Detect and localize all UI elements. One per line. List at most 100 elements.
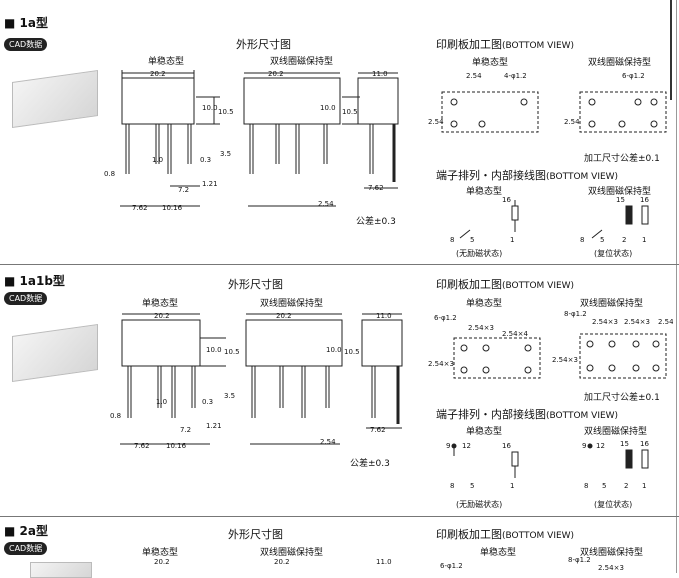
dual-coil-label-2a: 双线圈磁保持型	[260, 548, 324, 558]
dim-g-1a1b: 10.16	[166, 442, 187, 448]
terminal-bottom-view-1a1b: (BOTTOM VIEW)	[546, 411, 619, 421]
pcb-header-1a1b: 印刷板加工图(BOTTOM VIEW)	[436, 276, 574, 292]
dim-h-1a: 2.54	[318, 200, 334, 208]
pcb-single-label-1a: 单稳态型	[472, 58, 509, 68]
pcb-header-text-1a: 印刷板加工图	[436, 38, 502, 51]
dim-b-1a: 0.3	[200, 156, 211, 164]
pcb-hole6-1a: 6-φ1.2	[622, 72, 645, 80]
terminal-diagram-1a1b: 9 12 16 8 5 1 9 12 15 16 8 5 2 1	[446, 440, 649, 490]
dim-g-1a: 10.16	[162, 204, 183, 212]
page-edge-bar	[670, 0, 672, 100]
cad-data-badge-1a[interactable]: CAD数据	[4, 38, 48, 51]
pin-8-1a1b: 8	[450, 482, 454, 490]
term-dual-label-1a: 双线圈磁保持型	[588, 187, 652, 197]
pcb-hole6-2a: 6-φ1.2	[440, 562, 463, 570]
terminal-header-1a1b: 端子排列・内部接线图(BOTTOM VIEW)	[436, 406, 618, 422]
pin-8-1a: 8	[450, 236, 454, 244]
outline-header-2a: 外形尺寸图	[228, 528, 283, 541]
pcb-pitch-v-1a: 2.54	[428, 118, 444, 126]
term-dual-label-1a1b: 双线圈磁保持型	[584, 427, 648, 437]
pcb-bottom-view-2a: (BOTTOM VIEW)	[502, 531, 575, 541]
pin-12-dual-1a1b: 12	[596, 442, 605, 450]
dim-h2-dual-1a: 10.5	[342, 108, 358, 116]
dim-h1-1a1b: 10.0	[206, 346, 222, 354]
dim-h-1a1b: 2.54	[320, 438, 336, 446]
pin-5-1a1b: 5	[470, 482, 474, 490]
section-2a-title-text: 2a型	[19, 524, 48, 538]
pcb-254x3-dual-1a1b: 2.54×3	[592, 318, 618, 326]
dim-c-1a1b: 0.8	[110, 412, 121, 420]
pcb-254x3-dual2-1a1b: 2.54×3	[624, 318, 650, 326]
pcb-dual-label-1a: 双线圈磁保持型	[588, 58, 652, 68]
terminal-header-1a: 端子排列・内部接线图(BOTTOM VIEW)	[436, 167, 618, 183]
section-1a1b-title: ■ 1a1b型	[4, 274, 65, 288]
pin-12-1a1b: 12	[462, 442, 471, 450]
pcb-hole8-2a: 8-φ1.2	[568, 556, 591, 564]
dim-pin-1a1b: 3.5	[224, 392, 235, 400]
outline-drawing-1a1b: 20.2 10.0 10.5 3.5 1.0 0.3 0.8 7.2 1.21 …	[110, 312, 403, 448]
pin-1-dual-1a1b: 1	[642, 482, 646, 490]
dim-width-dual-1a: 20.2	[268, 70, 284, 78]
pin-2-dual-1a: 2	[622, 236, 626, 244]
pin-5-dual-1a: 5	[600, 236, 604, 244]
dim-width-2a: 20.2	[154, 558, 170, 566]
single-stable-label-1a1b: 单稳态型	[142, 299, 179, 309]
dim-side-width-2a: 11.0	[376, 558, 392, 566]
cad-data-badge-2a[interactable]: CAD数据	[4, 542, 48, 555]
pcb-drawing-1a1b: 6-φ1.2 2.54×3 2.54×4 2.54×3 8-φ1.2 2.54×…	[428, 310, 673, 379]
dim-d-1a1b: 7.2	[180, 426, 191, 434]
state-single-1a: (无励磁状态)	[456, 249, 503, 258]
pcb-hole6-1a1b: 6-φ1.2	[434, 314, 457, 322]
section-1a-title-text: 1a型	[19, 16, 48, 30]
dim-h1-1a: 10.0	[202, 104, 218, 112]
pin-15-dual-1a1b: 15	[620, 440, 629, 448]
dim-a-1a: 1.0	[152, 156, 163, 164]
dim-side-width-1a: 11.0	[372, 70, 388, 78]
tolerance-1a1b: 公差±0.3	[350, 459, 390, 469]
dim-e-1a1b: 1.21	[206, 422, 222, 430]
dim-h2-dual-1a1b: 10.5	[344, 348, 360, 356]
terminal-header-text-1a1b: 端子排列・内部接线图	[436, 408, 546, 421]
dim-width-1a1b: 20.2	[154, 312, 170, 320]
outline-header-1a1b: 外形尺寸图	[228, 278, 283, 291]
pcb-single-label-2a: 单稳态型	[480, 548, 517, 558]
state-single-1a1b: (无励磁状态)	[456, 500, 503, 509]
state-dual-1a1b: (复位状态)	[594, 500, 633, 509]
cad-data-badge-1a1b[interactable]: CAD数据	[4, 292, 48, 305]
pcb-pitch-v-dual-1a: 2.54	[564, 118, 580, 126]
outline-drawing-1a: 20.2 10.0 10.5 3.5 1.0 0.3 0.8 7.2 1.21 …	[104, 70, 399, 212]
pin-1-1a1b: 1	[510, 482, 514, 490]
state-dual-1a: (复位状态)	[594, 249, 633, 258]
single-stable-label-2a: 单稳态型	[142, 548, 179, 558]
dim-e-1a: 1.21	[202, 180, 218, 188]
pin-9-dual-1a1b: 9	[582, 442, 586, 450]
pin-5-1a: 5	[470, 236, 474, 244]
pin-8-dual-1a: 8	[580, 236, 584, 244]
pcb-pitch-1a: 2.54	[466, 72, 482, 80]
pcb-header-2a: 印刷板加工图(BOTTOM VIEW)	[436, 526, 574, 542]
dim-pin-1a: 3.5	[220, 150, 231, 158]
relay-photo-2a	[30, 562, 92, 578]
dim-h1-dual-1a: 10.0	[320, 104, 336, 112]
dim-d-1a: 7.2	[178, 186, 189, 194]
dim-side-f-1a: 7.62	[368, 184, 384, 192]
dual-coil-label-1a1b: 双线圈磁保持型	[260, 299, 324, 309]
pcb-254x4-1a1b: 2.54×4	[502, 330, 528, 338]
section-1a1b-title-text: 1a1b型	[19, 274, 65, 288]
term-single-label-1a: 单稳态型	[466, 187, 503, 197]
terminal-diagram-1a: 16 8 5 1 15 16 8 5 2 1	[450, 196, 649, 244]
section-divider-1	[0, 264, 679, 265]
section-1a-title: ■ 1a型	[4, 16, 48, 30]
relay-photo-1a	[12, 69, 98, 129]
pcb-header-1a: 印刷板加工图(BOTTOM VIEW)	[436, 36, 574, 52]
pcb-254x3-v-dual-1a1b: 2.54×3	[552, 356, 578, 364]
page-edge-line	[676, 0, 677, 573]
pcb-tolerance-1a1b: 加工尺寸公差±0.1	[584, 393, 660, 403]
terminal-bottom-view-1a: (BOTTOM VIEW)	[546, 172, 619, 182]
single-stable-label-1a: 单稳态型	[148, 57, 185, 67]
pin-16-1a: 16	[502, 196, 511, 204]
pcb-bottom-view-1a1b: (BOTTOM VIEW)	[502, 281, 575, 291]
pin-15-dual-1a: 15	[616, 196, 625, 204]
section-divider-2	[0, 516, 679, 517]
pcb-header-text-2a: 印刷板加工图	[436, 528, 502, 541]
